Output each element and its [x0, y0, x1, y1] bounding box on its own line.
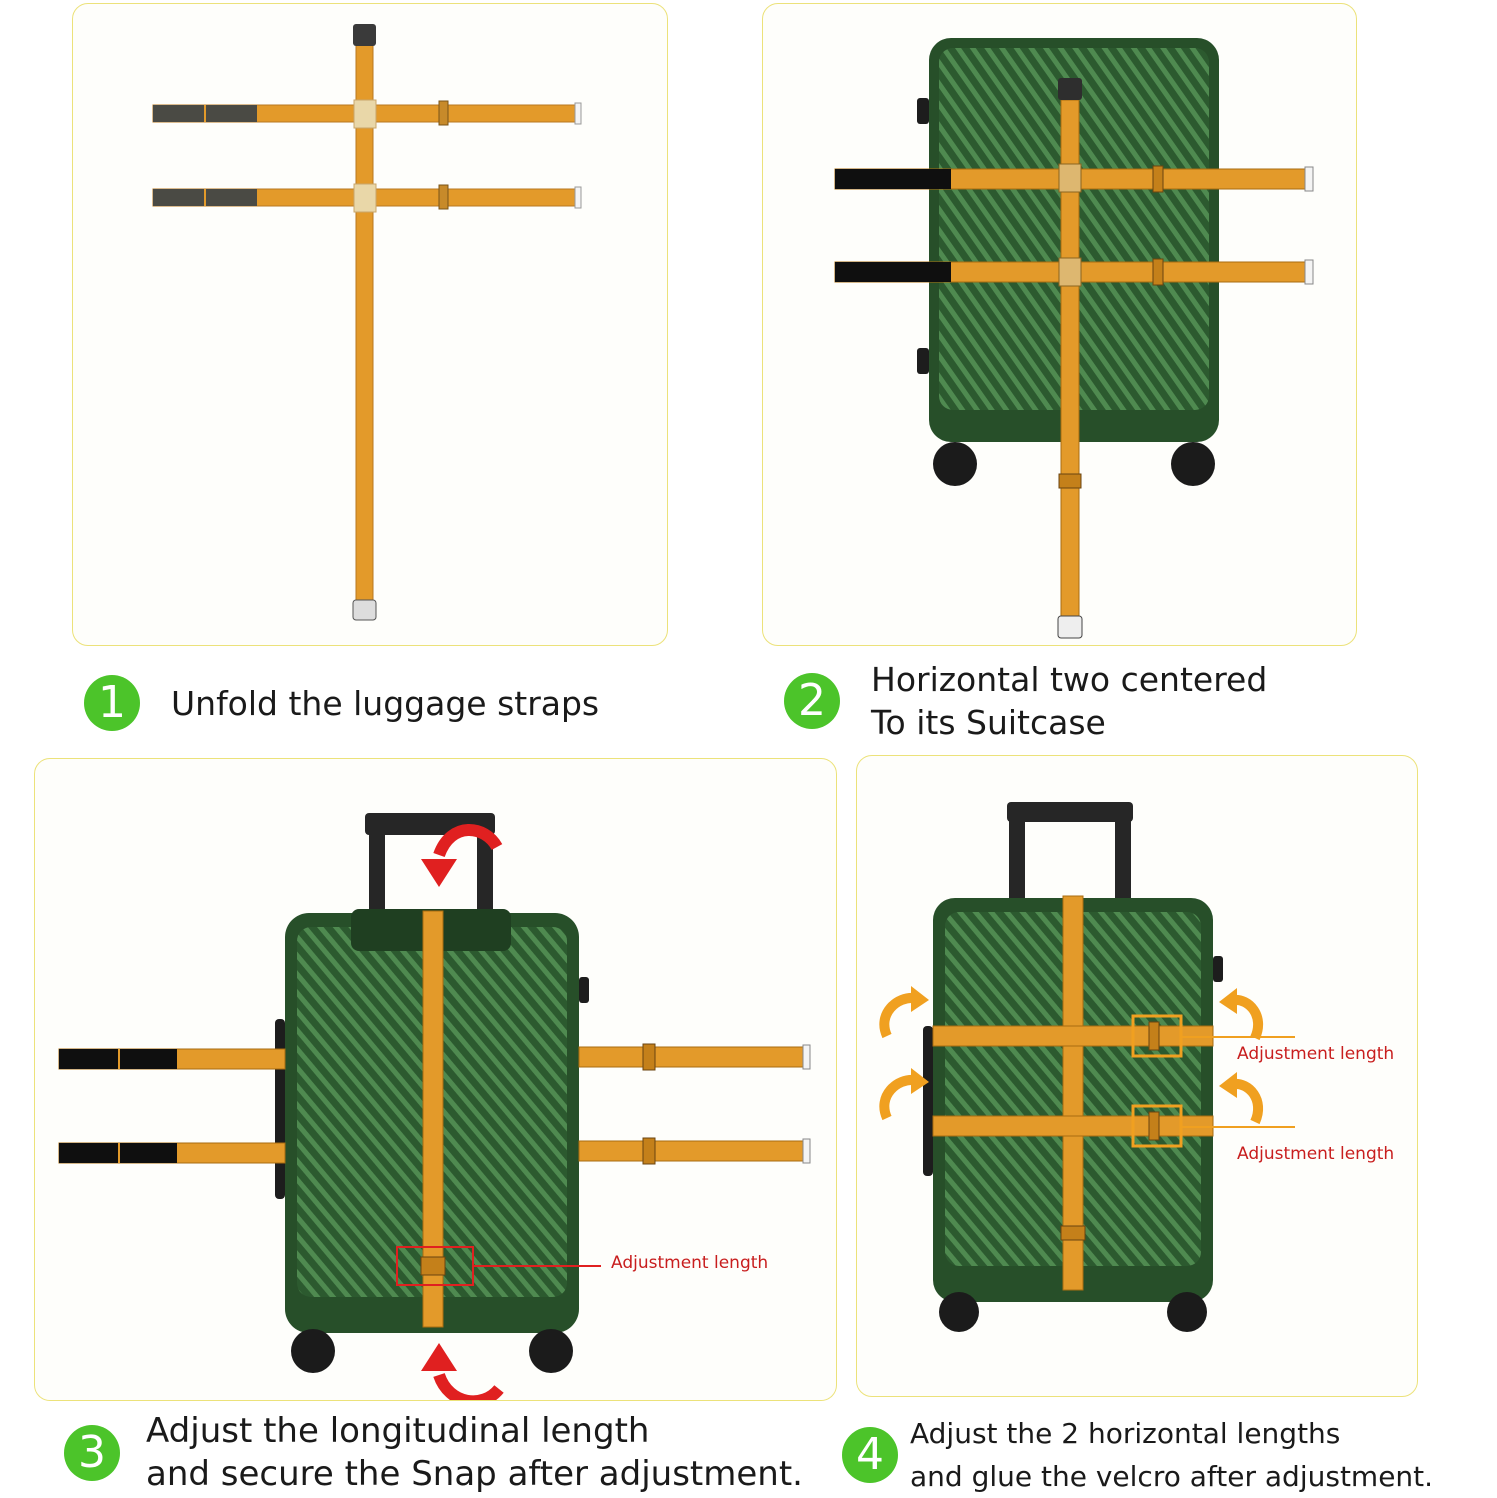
step-1-caption: Unfold the luggage straps — [171, 683, 600, 723]
rotate-arrow-icon — [421, 824, 503, 887]
curved-arrow-icon — [879, 986, 929, 1039]
panel-centered-on-suitcase — [762, 3, 1357, 646]
step-4-caption-line-1: Adjust the 2 horizontal lengths — [910, 1417, 1341, 1450]
curved-arrow-icon — [1219, 988, 1264, 1041]
panel-adjust-horizontal: Adjustment length Adjustment length — [856, 755, 1418, 1397]
buckle-top-icon — [353, 24, 376, 46]
step-4-caption-line-2: and glue the velcro after adjustment. — [910, 1460, 1434, 1493]
buckle-top-icon — [1058, 78, 1082, 100]
straps-flat-illustration — [152, 24, 582, 621]
panel-adjust-longitudinal: Adjustment length — [34, 758, 837, 1401]
step-2-badge: 2 — [784, 673, 840, 729]
curved-arrow-icon — [1219, 1072, 1264, 1125]
step-3: 3 Adjust the longitudinal length and sec… — [64, 1410, 803, 1496]
step-3-caption-line-2: and secure the Snap after adjustment. — [146, 1454, 803, 1494]
step-3-caption-line-1: Adjust the longitudinal length — [146, 1411, 650, 1451]
adjustment-length-label: Adjustment length — [611, 1253, 769, 1273]
step-1: 1 Unfold the luggage straps — [84, 675, 599, 731]
step-3-badge: 3 — [64, 1425, 120, 1481]
step-4: 4 Adjust the 2 horizontal lengths and gl… — [842, 1412, 1433, 1498]
step-2: 2 Horizontal two centered To its Suitcas… — [784, 658, 1267, 744]
buckle-bottom-icon — [1057, 615, 1083, 639]
step-4-badge: 4 — [842, 1427, 898, 1483]
rotate-arrow-icon — [421, 1343, 504, 1400]
adjustment-length-label-top: Adjustment length — [1237, 1044, 1395, 1064]
suitcase-front-illustration — [834, 38, 1314, 639]
step-2-caption-line-2: To its Suitcase — [871, 703, 1106, 742]
panel-unfold-straps — [72, 3, 668, 646]
step-1-badge: 1 — [84, 675, 140, 731]
buckle-bottom-icon — [352, 599, 377, 621]
step-2-caption-line-1: Horizontal two centered — [871, 660, 1268, 699]
suitcase-back-vertical-illustration — [58, 813, 811, 1400]
curved-arrow-icon — [879, 1068, 929, 1121]
adjustment-length-label-bottom: Adjustment length — [1237, 1144, 1395, 1164]
suitcase-back-horizontal-illustration — [879, 802, 1295, 1332]
